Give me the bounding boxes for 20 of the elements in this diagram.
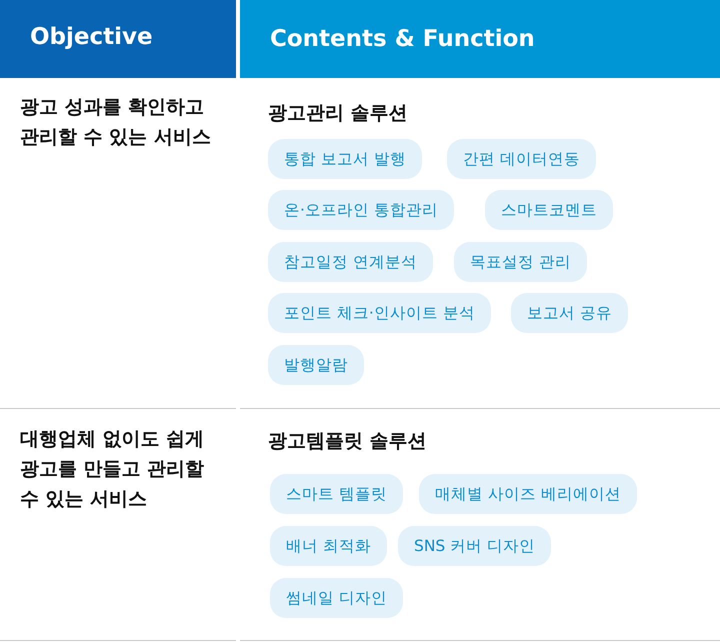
feature-tag: 스마트 템플릿 xyxy=(270,474,403,514)
feature-tag: 썸네일 디자인 xyxy=(270,578,403,618)
objective-header: Objective xyxy=(0,0,236,78)
feature-tag: 온·오프라인 통합관리 xyxy=(268,190,454,230)
feature-tag: 스마트코멘트 xyxy=(485,190,613,230)
feature-tag: SNS 커버 디자인 xyxy=(398,526,552,566)
feature-tag: 포인트 체크·인사이트 분석 xyxy=(268,293,491,333)
feature-tag: 통합 보고서 발행 xyxy=(268,139,422,179)
feature-tag: 참고일정 연계분석 xyxy=(268,242,433,282)
feature-tag: 목표설정 관리 xyxy=(454,242,587,282)
feature-tag: 발행알람 xyxy=(268,345,364,385)
feature-tag: 배너 최적화 xyxy=(270,526,387,566)
objective-text: 광고 성과를 확인하고 관리할 수 있는 서비스 xyxy=(20,95,212,150)
feature-tag: 간편 데이터연동 xyxy=(447,139,596,179)
contents-header: Contents & Function xyxy=(240,0,720,78)
section-title: 광고템플릿 솔루션 xyxy=(268,429,427,454)
section-title: 광고관리 솔루션 xyxy=(268,101,408,126)
feature-tag: 보고서 공유 xyxy=(511,293,628,333)
feature-tag: 매체별 사이즈 베리에이션 xyxy=(419,474,637,514)
objective-text: 대행업체 없이도 쉽게 광고를 만들고 관리할 수 있는 서비스 xyxy=(20,427,206,512)
